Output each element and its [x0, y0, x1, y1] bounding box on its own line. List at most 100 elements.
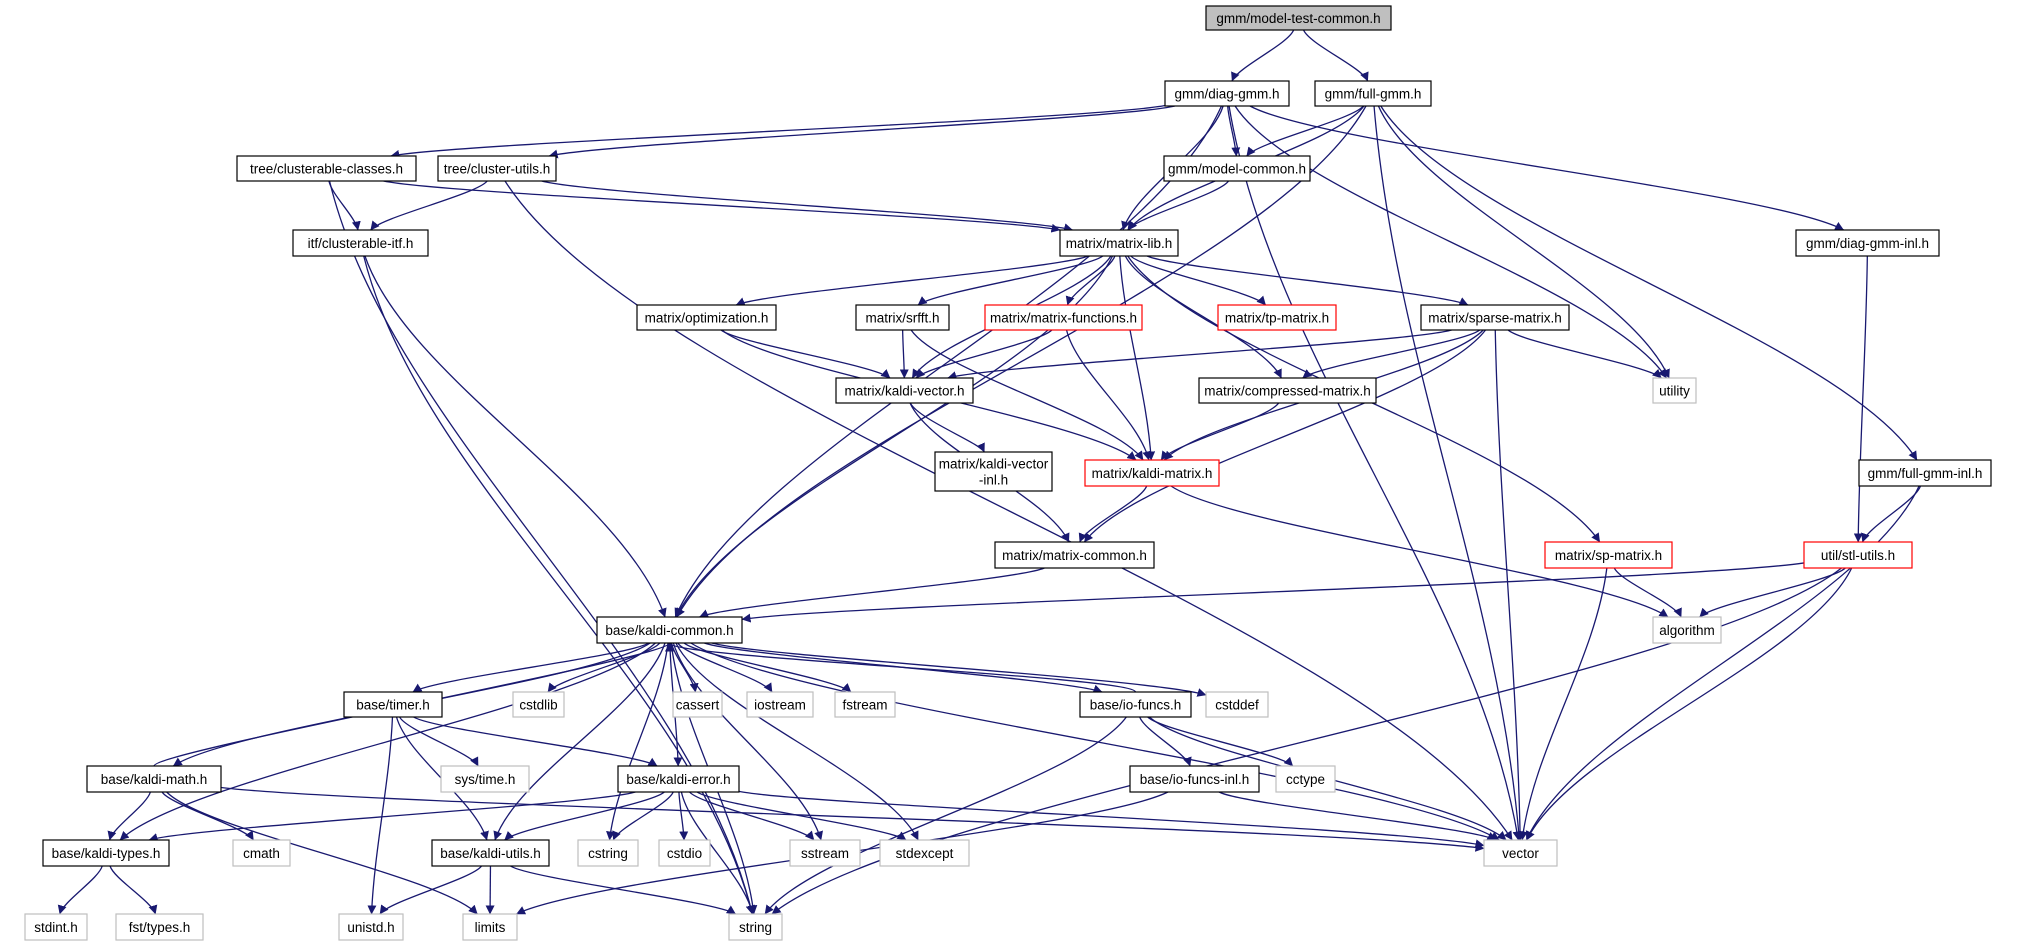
node-box — [1314, 80, 1432, 107]
node-label: matrix/sp-matrix.h — [1555, 548, 1662, 563]
node-label: stdexcept — [896, 846, 954, 861]
node-box — [672, 691, 723, 718]
node-label: base/io-funcs.h — [1090, 698, 1182, 713]
node-label: matrix/kaldi-vector-inl.h — [939, 457, 1049, 488]
node-label: base/kaldi-utils.h — [440, 846, 541, 861]
node-box — [232, 839, 291, 867]
node-sys-time: sys/time.h — [440, 765, 530, 793]
node-box — [934, 451, 1053, 492]
node-kaldi-math[interactable]: base/kaldi-math.h — [86, 765, 222, 793]
edge-full_gmm-to-model_common — [1246, 105, 1364, 157]
node-timer[interactable]: base/timer.h — [343, 691, 443, 718]
node-full-gmm-inl[interactable]: gmm/full-gmm-inl.h — [1858, 459, 1992, 487]
node-box — [1858, 459, 1992, 487]
edge-srfft-to-kaldi_matrix — [910, 329, 1144, 461]
node-box — [24, 913, 88, 941]
node-label: gmm/model-common.h — [1168, 162, 1306, 177]
node-label: matrix/matrix-common.h — [1002, 548, 1147, 563]
node-clusterable-classes[interactable]: tree/clusterable-classes.h — [236, 155, 417, 182]
node-label: iostream — [754, 698, 806, 713]
node-sparse-matrix[interactable]: matrix/sparse-matrix.h — [1420, 304, 1570, 331]
node-box — [343, 691, 443, 718]
node-cluster-utils[interactable]: tree/cluster-utils.h — [437, 155, 557, 182]
node-box — [1059, 229, 1179, 257]
node-kaldi-error[interactable]: base/kaldi-error.h — [617, 765, 740, 793]
node-kaldi-types[interactable]: base/kaldi-types.h — [42, 839, 170, 867]
node-cstdio: cstdio — [658, 839, 711, 867]
node-label: fst/types.h — [129, 920, 191, 935]
edge-clusterable_classes-to-matrix_lib — [383, 180, 1061, 233]
node-full-gmm[interactable]: gmm/full-gmm.h — [1314, 80, 1432, 107]
node-label: utility — [1659, 384, 1690, 399]
node-box — [596, 616, 743, 644]
edge-kaldi_common-to-kaldi_types — [119, 642, 656, 841]
node-kaldi-common[interactable]: base/kaldi-common.h — [596, 616, 743, 644]
edge-matrix_lib-to-matrix_functions — [1065, 255, 1116, 306]
node-matrix-functions[interactable]: matrix/matrix-functions.h — [984, 304, 1143, 331]
edge-kaldi_utils-to-unistd — [379, 865, 483, 915]
node-label: matrix/matrix-lib.h — [1066, 236, 1173, 251]
edge-matrix_lib-to-tp_matrix — [1130, 255, 1267, 306]
node-box — [1205, 691, 1269, 718]
node-box — [1803, 541, 1913, 569]
node-cstddef: cstddef — [1205, 691, 1269, 718]
node-kaldi-vector[interactable]: matrix/kaldi-vector.h — [835, 377, 974, 404]
node-model-common[interactable]: gmm/model-common.h — [1163, 155, 1311, 182]
node-label: stdint.h — [34, 920, 78, 935]
node-compressed-matrix[interactable]: matrix/compressed-matrix.h — [1198, 377, 1377, 404]
node-matrix-common[interactable]: matrix/matrix-common.h — [994, 541, 1155, 569]
edge-cluster_utils-to-clusterable_itf — [370, 180, 488, 231]
node-box — [577, 839, 639, 867]
node-tp-matrix[interactable]: matrix/tp-matrix.h — [1217, 304, 1337, 331]
node-box — [292, 229, 429, 257]
edge-io_funcs-to-cctype — [1147, 716, 1294, 767]
node-kaldi-utils[interactable]: base/kaldi-utils.h — [431, 839, 550, 867]
node-label: base/io-funcs-inl.h — [1140, 772, 1250, 787]
edge-sparse_matrix-to-kaldi_vector — [947, 329, 1452, 380]
node-label: base/kaldi-math.h — [101, 772, 208, 787]
node-box — [1217, 304, 1337, 331]
node-label: matrix/srfft.h — [865, 311, 939, 326]
node-box — [658, 839, 711, 867]
node-io-funcs[interactable]: base/io-funcs.h — [1079, 691, 1192, 718]
node-label: itf/clusterable-itf.h — [308, 236, 414, 251]
node-label: cstdio — [667, 846, 702, 861]
node-label: cctype — [1286, 772, 1325, 787]
node-optimization[interactable]: matrix/optimization.h — [636, 304, 777, 331]
node-io-funcs-inl[interactable]: base/io-funcs-inl.h — [1129, 765, 1260, 793]
node-cctype: cctype — [1275, 765, 1336, 793]
node-cstdlib: cstdlib — [512, 691, 565, 718]
node-diag-gmm-inl[interactable]: gmm/diag-gmm-inl.h — [1795, 229, 1940, 257]
node-kaldi-vector-inl[interactable]: matrix/kaldi-vector-inl.h — [934, 451, 1053, 492]
edge-diag_gmm-to-vector — [1228, 105, 1522, 841]
node-fstream: fstream — [834, 691, 896, 718]
node-model-test-common[interactable]: gmm/model-test-common.h — [1205, 5, 1392, 31]
edge-sparse_matrix-to-matrix_common — [1083, 329, 1487, 543]
node-box — [1795, 229, 1940, 257]
node-box — [636, 304, 777, 331]
node-box — [115, 913, 204, 941]
edge-kaldi_common-to-vector — [690, 642, 1500, 841]
node-diag-gmm[interactable]: gmm/diag-gmm.h — [1164, 80, 1290, 107]
edge-matrix_lib-to-srfft — [917, 255, 1104, 306]
node-label: sstream — [801, 846, 849, 861]
node-box — [462, 913, 518, 941]
edge-srfft-to-kaldi_vector — [899, 329, 909, 379]
edge-clusterable_classes-to-string — [328, 180, 755, 915]
node-sp-matrix[interactable]: matrix/sp-matrix.h — [1544, 541, 1673, 569]
edge-sp_matrix-to-vector — [1518, 567, 1608, 841]
node-box — [984, 304, 1143, 331]
edge-cluster_utils-to-matrix_lib — [541, 180, 1073, 233]
edge-kaldi_utils-to-string — [510, 865, 736, 915]
node-clusterable-itf[interactable]: itf/clusterable-itf.h — [292, 229, 429, 257]
node-srfft[interactable]: matrix/srfft.h — [855, 304, 950, 331]
edge-sparse_matrix-to-vector — [1494, 329, 1525, 841]
edge-full_gmm_inl-to-stl_utils — [1861, 485, 1922, 543]
node-stl-utils[interactable]: util/stl-utils.h — [1803, 541, 1913, 569]
node-matrix-lib[interactable]: matrix/matrix-lib.h — [1059, 229, 1179, 257]
node-label: gmm/diag-gmm-inl.h — [1806, 236, 1929, 251]
node-kaldi-matrix[interactable]: matrix/kaldi-matrix.h — [1084, 459, 1220, 487]
node-label: gmm/full-gmm-inl.h — [1868, 466, 1983, 481]
edge-io_funcs-to-kaldi_common — [665, 642, 1137, 693]
node-utility: utility — [1652, 377, 1697, 404]
